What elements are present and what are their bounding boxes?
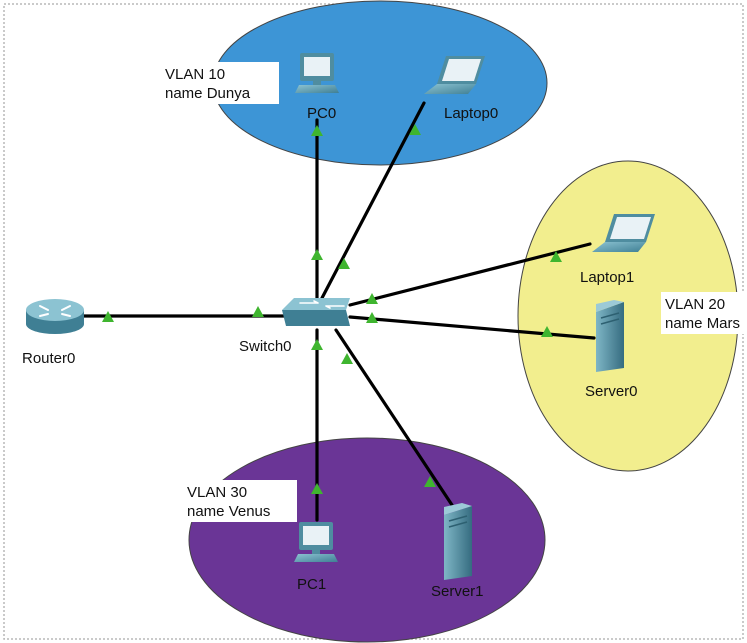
vlan-20-id: VLAN 20: [665, 296, 725, 313]
port-indicator: [311, 125, 323, 136]
server0-icon[interactable]: [596, 300, 624, 372]
port-indicator: [311, 339, 323, 350]
vlan-30-name: name Venus: [187, 503, 270, 520]
vlan-30-label-bg: [183, 480, 297, 522]
laptop1-label: Laptop1: [580, 269, 634, 286]
switch0-icon[interactable]: [282, 298, 350, 326]
laptop0-icon[interactable]: [424, 56, 485, 94]
vlan-10-id: VLAN 10: [165, 66, 225, 83]
link-switch0-server0: [348, 315, 596, 340]
router0-icon[interactable]: [26, 299, 84, 334]
pc0-icon[interactable]: [295, 53, 339, 93]
port-indicator: [409, 124, 421, 135]
vlan-20-label-bg: [661, 292, 747, 334]
vlan-10-name: name Dunya: [165, 85, 251, 102]
port-indicator: [341, 353, 353, 364]
link-switch0-laptop0: [320, 101, 426, 300]
port-indicator: [338, 258, 350, 269]
port-indicator: [366, 312, 378, 323]
port-indicator: [311, 483, 323, 494]
port-indicator: [424, 476, 436, 487]
link-switch0-laptop1: [348, 242, 592, 307]
server1-icon[interactable]: [444, 503, 472, 580]
port-indicator: [550, 251, 562, 262]
port-indicator: [311, 249, 323, 260]
laptop0-label: Laptop0: [444, 105, 498, 122]
switch0-label: Switch0: [239, 338, 292, 355]
pc1-label: PC1: [297, 576, 326, 593]
port-indicator: [541, 326, 553, 337]
router0-label: Router0: [22, 350, 75, 367]
vlan-30-id: VLAN 30: [187, 484, 247, 501]
vlan-30-zone: [188, 437, 546, 643]
server0-label: Server0: [585, 383, 638, 400]
port-indicators: [102, 124, 562, 494]
port-indicator: [252, 306, 264, 317]
pc1-icon[interactable]: [294, 522, 338, 562]
port-indicator: [366, 293, 378, 304]
pc0-label: PC0: [307, 105, 336, 122]
vlan-20-name: name Mars: [665, 315, 740, 332]
server1-label: Server1: [431, 583, 484, 600]
port-indicator: [102, 311, 114, 322]
laptop1-icon[interactable]: [592, 214, 655, 252]
link-switch0-server1: [334, 328, 454, 507]
vlan-10-label-bg: [161, 62, 279, 104]
